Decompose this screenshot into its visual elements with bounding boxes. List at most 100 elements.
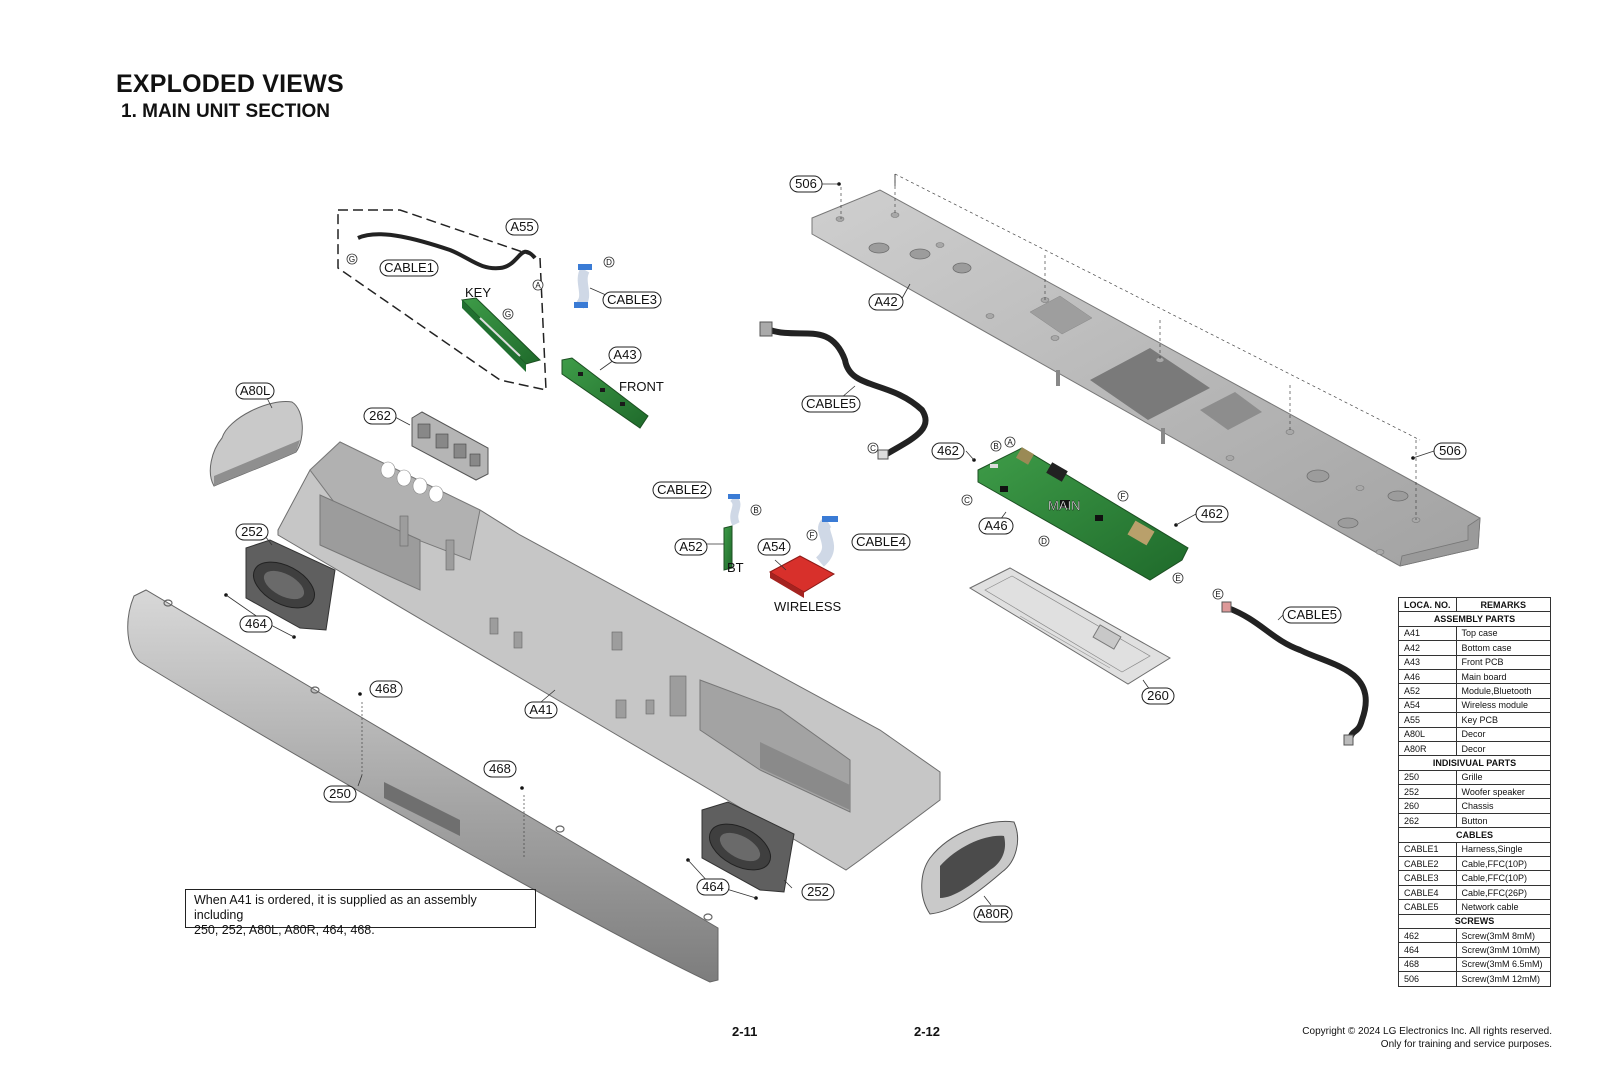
svg-text:260: 260 bbox=[1147, 688, 1169, 703]
network-cable-cable5-top bbox=[759, 321, 929, 460]
remarks-cell: Decor bbox=[1455, 726, 1551, 742]
callout-468-bottom: 468 bbox=[483, 760, 517, 778]
loca-no-cell: A80L bbox=[1398, 726, 1457, 742]
loca-no-cell: 464 bbox=[1398, 942, 1457, 958]
svg-text:G: G bbox=[349, 255, 355, 264]
loca-no-cell: A55 bbox=[1398, 712, 1457, 728]
svg-text:G: G bbox=[505, 310, 511, 319]
table-section-row: ASSEMBLY PARTS bbox=[1398, 611, 1551, 627]
top-case-a41 bbox=[277, 441, 941, 871]
label-key: KEY bbox=[465, 285, 491, 300]
screw-guide-lines bbox=[361, 702, 525, 858]
bluetooth-module-a52 bbox=[723, 525, 733, 571]
section-title: ASSEMBLY PARTS bbox=[1398, 611, 1551, 627]
callout-506-top: 506 bbox=[789, 175, 823, 193]
callouts: 506 A42 CABLE5 462 506 A46 462 260 CABLE… bbox=[235, 175, 1467, 923]
svg-text:464: 464 bbox=[702, 879, 724, 894]
svg-text:262: 262 bbox=[369, 408, 391, 423]
loca-no-cell: CABLE2 bbox=[1398, 856, 1457, 872]
connector-letter-d2: D bbox=[1038, 535, 1050, 547]
loca-no-cell: A41 bbox=[1398, 625, 1457, 642]
svg-text:A46: A46 bbox=[984, 518, 1007, 533]
svg-text:CABLE3: CABLE3 bbox=[607, 292, 657, 307]
training-line: Only for training and service purposes. bbox=[1380, 1039, 1552, 1050]
callout-a55: A55 bbox=[505, 218, 539, 236]
loca-no-cell: A43 bbox=[1398, 654, 1457, 670]
callout-a52: A52 bbox=[674, 538, 708, 556]
svg-text:462: 462 bbox=[937, 443, 959, 458]
connector-letter-a2: A bbox=[1004, 436, 1016, 448]
callout-262: 262 bbox=[363, 407, 397, 425]
col-remarks: REMARKS bbox=[1455, 596, 1551, 613]
loca-no-cell: A42 bbox=[1398, 640, 1457, 656]
ffc-cable-cable4 bbox=[815, 516, 838, 567]
remarks-cell: Main board bbox=[1455, 668, 1551, 685]
button-262 bbox=[411, 411, 489, 481]
svg-text:F: F bbox=[810, 531, 815, 540]
remarks-cell: Screw(3mM 10mM) bbox=[1455, 942, 1551, 958]
remarks-cell: Wireless module bbox=[1455, 697, 1551, 714]
connector-letter-f1: F bbox=[1117, 490, 1129, 502]
callout-464-right: 464 bbox=[696, 878, 730, 896]
connector-letter-e2: E bbox=[1212, 588, 1224, 600]
svg-text:A80L: A80L bbox=[240, 383, 270, 398]
front-pcb-a43 bbox=[561, 357, 649, 429]
loca-no-cell: 250 bbox=[1398, 769, 1457, 786]
svg-text:252: 252 bbox=[241, 524, 263, 539]
copyright-notice: Copyright © 2024 LG Electronics Inc. All… bbox=[1302, 1025, 1552, 1051]
callout-464-left: 464 bbox=[239, 615, 273, 633]
svg-text:252: 252 bbox=[807, 884, 829, 899]
remarks-cell: Bottom case bbox=[1455, 640, 1551, 656]
callout-cable5-bottom: CABLE5 bbox=[1282, 606, 1342, 624]
loca-no-cell: CABLE4 bbox=[1398, 884, 1457, 901]
svg-text:462: 462 bbox=[1201, 506, 1223, 521]
note-line-2: 250, 252, A80L, A80R, 464, 468. bbox=[194, 923, 375, 937]
connector-letter-c1: C bbox=[867, 442, 879, 454]
connector-letter-g1: G bbox=[346, 253, 358, 265]
svg-text:C: C bbox=[964, 496, 970, 505]
callout-260: 260 bbox=[1141, 687, 1175, 705]
svg-text:B: B bbox=[993, 442, 998, 451]
svg-text:A41: A41 bbox=[529, 702, 552, 717]
callout-a41: A41 bbox=[524, 701, 558, 719]
svg-text:D: D bbox=[1041, 537, 1047, 546]
callout-252-right: 252 bbox=[801, 883, 835, 901]
svg-text:C: C bbox=[870, 444, 876, 453]
callout-a80r: A80R bbox=[973, 905, 1013, 923]
remarks-cell: Chassis bbox=[1455, 798, 1551, 814]
loca-no-cell: 468 bbox=[1398, 956, 1457, 973]
loca-no-cell: A80R bbox=[1398, 740, 1457, 757]
key-pcb-a55 bbox=[460, 297, 541, 372]
remarks-cell: Woofer speaker bbox=[1455, 784, 1551, 800]
svg-text:F: F bbox=[1121, 492, 1126, 501]
connector-letter-a1: A bbox=[532, 279, 544, 291]
loca-no-cell: 506 bbox=[1398, 971, 1457, 987]
ffc-cable-cable3 bbox=[574, 264, 592, 309]
note-line-1: When A41 is ordered, it is supplied as a… bbox=[194, 893, 477, 922]
section-title: SCREWS bbox=[1398, 913, 1551, 929]
callout-252-left: 252 bbox=[235, 523, 269, 541]
svg-text:CABLE5: CABLE5 bbox=[806, 396, 856, 411]
callout-250: 250 bbox=[323, 785, 357, 803]
remarks-cell: Screw(3mM 8mM) bbox=[1455, 927, 1551, 944]
key-pcb-group bbox=[337, 209, 547, 391]
svg-text:A42: A42 bbox=[874, 294, 897, 309]
remarks-cell: Cable,FFC(10P) bbox=[1455, 856, 1551, 872]
connector-letter-f2: F bbox=[806, 529, 818, 541]
svg-text:A54: A54 bbox=[762, 539, 785, 554]
svg-text:CABLE4: CABLE4 bbox=[856, 534, 906, 549]
